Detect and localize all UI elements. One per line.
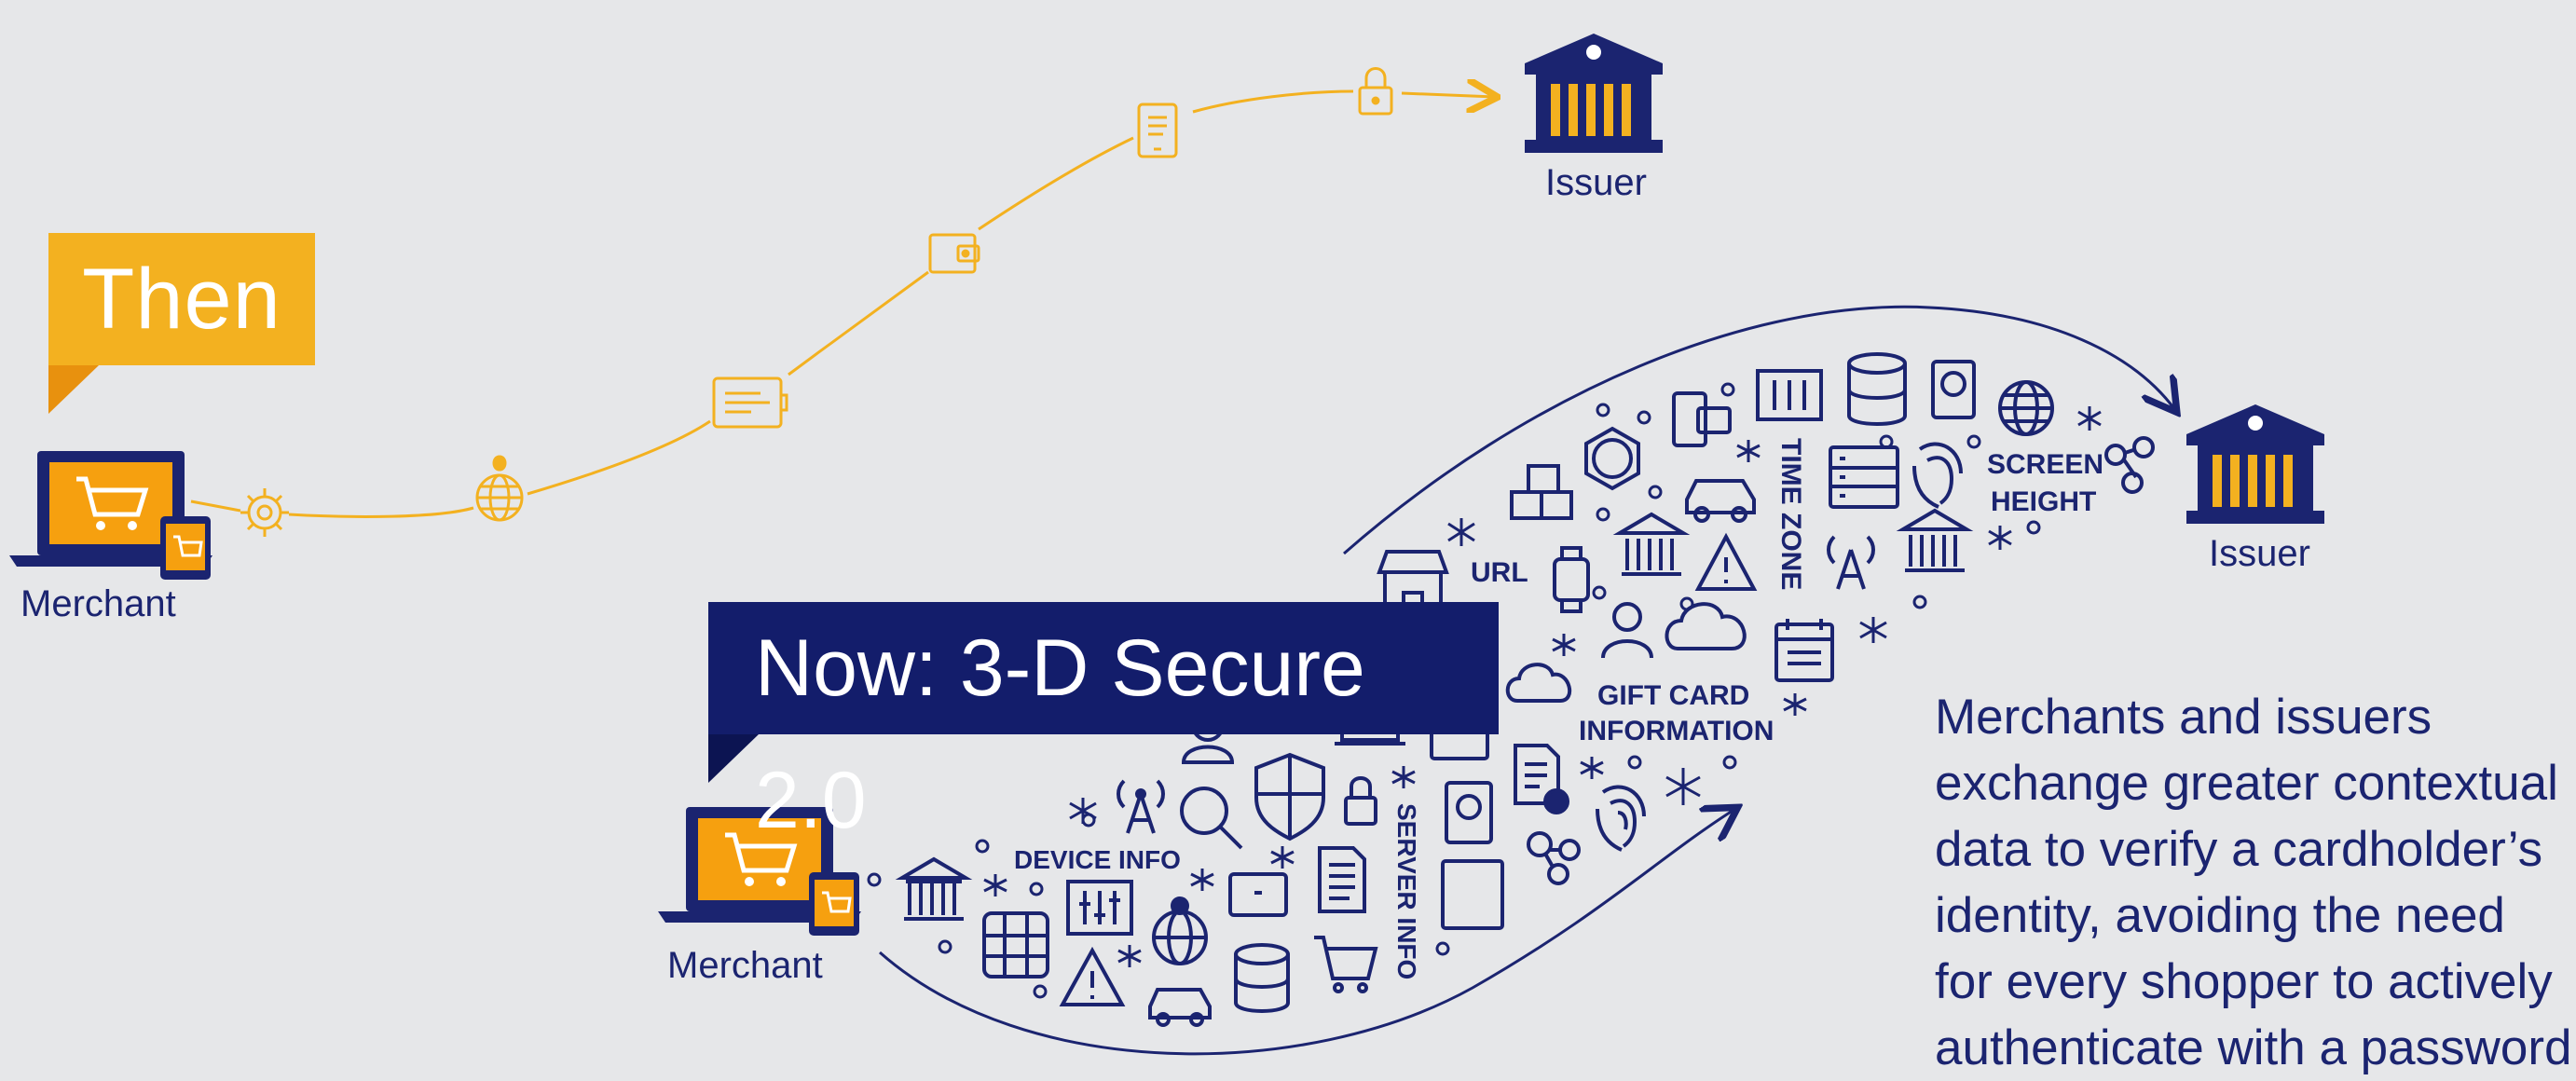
magnifier-icon	[1180, 787, 1243, 850]
wallet-icon	[928, 233, 980, 274]
car-icon	[1685, 479, 1756, 523]
user-badge-icon	[1931, 360, 1976, 419]
label-device-info: DEVICE INFO	[1014, 845, 1181, 874]
description-line: data to verify a cardholder’s	[1935, 822, 2543, 877]
now-issuer-bank-icon	[2186, 404, 2324, 524]
blocks-icon	[1510, 464, 1573, 520]
bank-icon	[895, 856, 973, 921]
tablet-icon	[1137, 103, 1178, 158]
tablet-star-icon	[1228, 872, 1288, 917]
now-flow-arrows	[879, 305, 2175, 1056]
now-tag: Now: 3-D Secure 2.0	[708, 602, 1499, 845]
antenna-icon	[1827, 535, 1875, 590]
bank-icon	[1896, 508, 1974, 572]
card-terminal-icon	[712, 376, 788, 429]
chip-icon	[982, 911, 1049, 978]
server-icon	[1829, 445, 1899, 509]
description-line: exchange greater contextual	[1935, 756, 2558, 811]
cloud-gear-icon	[1665, 602, 1747, 650]
then-issuer-bank-icon	[1525, 34, 1663, 153]
then-tag: Then	[48, 233, 315, 365]
description-line: Merchants and issuers	[1935, 690, 2432, 745]
description-line: for every shopper to actively	[1935, 954, 2553, 1009]
document-icon	[1318, 846, 1366, 913]
fingerprint-icon	[1912, 442, 1963, 509]
data-icon-cloud	[895, 352, 2155, 1027]
user-download-icon	[1601, 602, 1653, 659]
globe-pin-icon	[1152, 896, 1208, 965]
warning-icon	[1059, 946, 1126, 1006]
label-gift-card-information: INFORMATION	[1579, 716, 1774, 746]
description-line: identity, avoiding the need	[1935, 888, 2505, 943]
cloud-gear-icon	[1505, 663, 1571, 703]
label-gift-card: GIFT CARD	[1597, 680, 1749, 711]
then-tag-tail	[48, 365, 99, 414]
now-issuer-label: Issuer	[2209, 533, 2310, 574]
antenna-icon	[1117, 779, 1165, 834]
database-icon	[1234, 943, 1290, 1013]
network-icon	[2104, 436, 2155, 494]
globe-icon	[1998, 380, 2054, 436]
document-check-icon	[1514, 744, 1569, 814]
fingerprint-icon	[1596, 785, 1646, 852]
warning-icon	[1694, 532, 1758, 591]
bank-icon	[1612, 512, 1691, 576]
lock-icon	[1358, 67, 1393, 116]
decorative-dots	[867, 382, 2102, 999]
label-screen: SCREEN	[1987, 449, 2103, 480]
cart-icon	[1314, 936, 1378, 993]
label-time-zone: TIME ZONE	[1775, 438, 1806, 590]
label-screen-height: HEIGHT	[1991, 486, 2096, 517]
gear-icon	[240, 488, 289, 537]
globe-pin-icon	[475, 455, 524, 522]
description-line: authenticate with a password.	[1935, 1020, 2576, 1075]
binary-icon	[1441, 859, 1504, 930]
sliders-icon	[1066, 880, 1133, 936]
database-icon	[1847, 352, 1907, 426]
user-badge-icon	[1445, 781, 1493, 844]
now-tag-tail	[708, 734, 759, 783]
now-merchant-label: Merchant	[667, 945, 823, 986]
sliders-icon	[1756, 369, 1823, 421]
then-merchant-label: Merchant	[21, 583, 176, 624]
car-icon	[1148, 988, 1212, 1027]
token-icon	[1584, 426, 1640, 491]
description-text: Merchants and issuers exchange greater c…	[1935, 684, 2576, 1081]
label-url: URL	[1471, 557, 1528, 588]
lock-icon	[1344, 776, 1377, 826]
watch-icon	[1553, 546, 1590, 613]
then-flow-path	[190, 91, 1495, 518]
phone-card-icon	[1672, 391, 1732, 447]
label-server-info: SERVER INFO	[1392, 803, 1421, 979]
then-merchant-icon	[9, 451, 212, 580]
then-issuer-label: Issuer	[1545, 162, 1647, 203]
calendar-icon	[1774, 619, 1834, 682]
shield-icon	[1254, 752, 1325, 842]
network-icon	[1527, 831, 1581, 885]
